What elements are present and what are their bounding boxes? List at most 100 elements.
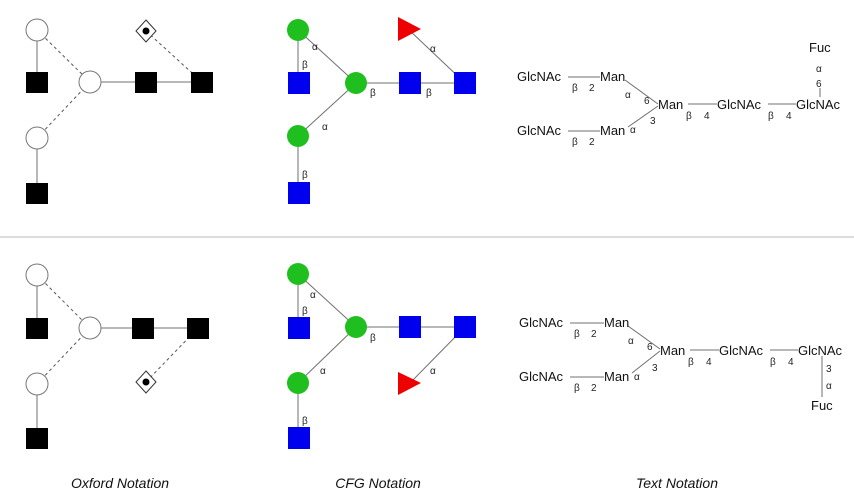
link	[631, 350, 661, 374]
linkage-label: β	[302, 170, 308, 181]
cfg-diagram-bottom: α β β α α β	[287, 263, 476, 449]
linkage-label: β	[768, 111, 774, 122]
galactose-circle-icon	[25, 263, 49, 287]
link	[627, 105, 659, 128]
man-label: Man	[604, 369, 629, 384]
linkage-label: α	[430, 366, 436, 377]
linkage-label: 3	[650, 116, 656, 127]
glcnac-square-icon	[26, 72, 48, 93]
mannose-circle-icon	[78, 70, 102, 94]
glcnac-blue-square-icon	[288, 317, 310, 339]
galactose-green-circle-icon	[287, 125, 309, 147]
glcnac-label: GlcNAc	[517, 123, 562, 138]
dashed-link	[36, 327, 91, 385]
glcnac-blue-square-icon	[399, 316, 421, 338]
glcnac-label: GlcNAc	[719, 343, 764, 358]
linkage-label: α	[634, 372, 640, 383]
linkage-label: α	[628, 336, 634, 347]
linkage-label: β	[302, 306, 308, 317]
glcnac-blue-square-icon	[288, 427, 310, 449]
glcnac-label: GlcNAc	[717, 97, 762, 112]
linkage-label: α	[826, 381, 832, 392]
glcnac-square-icon	[26, 428, 48, 449]
glcnac-square-icon	[135, 72, 157, 93]
glcnac-blue-square-icon	[288, 72, 310, 94]
galactose-green-circle-icon	[287, 263, 309, 285]
galactose-circle-icon	[25, 372, 49, 396]
mannose-green-circle-icon	[345, 316, 367, 338]
linkage-label: 2	[589, 83, 595, 94]
fuc-label: Fuc	[809, 40, 831, 55]
fucose-red-triangle-icon	[398, 372, 421, 395]
link	[297, 82, 357, 137]
glcnac-square-icon	[132, 318, 154, 339]
link	[297, 273, 357, 328]
linkage-label: β	[302, 416, 308, 427]
linkage-label: β	[574, 329, 580, 340]
link	[627, 325, 661, 350]
dashed-link	[36, 274, 91, 329]
glcnac-label: GlcNAc	[519, 369, 564, 384]
glcnac-square-icon	[187, 318, 209, 339]
glcnac-label: GlcNAc	[519, 315, 564, 330]
link	[297, 29, 357, 84]
linkage-label: β	[302, 60, 308, 71]
oxford-diagram-top	[25, 18, 213, 204]
man-core-label: Man	[660, 343, 685, 358]
linkage-label: α	[630, 125, 636, 136]
text-diagram-bottom: GlcNAc Man β 2 α 6 Man GlcNAc GlcNAc β 4…	[519, 315, 843, 413]
linkage-label: α	[430, 44, 436, 55]
linkage-label: 4	[786, 111, 792, 122]
linkage-label: 4	[788, 357, 794, 368]
text-diagram-top: Fuc α 6 GlcNAc Man β 2 α 6 Man GlcNAc Gl…	[517, 40, 841, 148]
linkage-label: 3	[652, 363, 658, 374]
linkage-label: 6	[647, 342, 653, 353]
linkage-label: α	[816, 64, 822, 75]
linkage-label: β	[370, 333, 376, 344]
dashed-link	[36, 29, 91, 83]
glcnac-square-icon	[26, 318, 48, 339]
man-label: Man	[600, 69, 625, 84]
linkage-label: 2	[589, 137, 595, 148]
linkage-label: β	[688, 357, 694, 368]
linkage-label: α	[320, 366, 326, 377]
caption-oxford: Oxford Notation	[71, 475, 169, 491]
linkage-label: 4	[706, 357, 712, 368]
fucose-diamond-icon	[135, 19, 157, 43]
dashed-link	[36, 81, 91, 139]
linkage-label: 6	[816, 79, 822, 90]
linkage-label: α	[310, 290, 316, 301]
linkage-label: 6	[644, 96, 650, 107]
linkage-label: β	[574, 383, 580, 394]
galactose-circle-icon	[25, 126, 49, 150]
glcnac-label: GlcNAc	[517, 69, 562, 84]
fucose-diamond-icon	[135, 370, 157, 394]
galactose-circle-icon	[25, 18, 49, 42]
linkage-label: 2	[591, 329, 597, 340]
linkage-label: 2	[591, 383, 597, 394]
glcnac-blue-square-icon	[399, 72, 421, 94]
glcnac-square-icon	[26, 183, 48, 204]
linkage-label: α	[322, 122, 328, 133]
glcnac-blue-square-icon	[454, 72, 476, 94]
fucose-red-triangle-icon	[398, 17, 421, 41]
dashed-link	[145, 30, 203, 83]
galactose-green-circle-icon	[287, 19, 309, 41]
glcnac-label: GlcNAc	[796, 97, 841, 112]
link	[297, 326, 357, 384]
fuc-label: Fuc	[811, 398, 833, 413]
glcnac-blue-square-icon	[288, 182, 310, 204]
caption-cfg: CFG Notation	[335, 475, 421, 491]
oxford-diagram-bottom	[25, 263, 209, 449]
glcnac-label: GlcNAc	[798, 343, 843, 358]
linkage-label: β	[370, 88, 376, 99]
mannose-circle-icon	[78, 316, 102, 340]
linkage-label: β	[686, 111, 692, 122]
caption-text: Text Notation	[636, 475, 718, 491]
link	[624, 79, 659, 105]
glcnac-blue-square-icon	[454, 316, 476, 338]
man-label: Man	[604, 315, 629, 330]
linkage-label: 4	[704, 111, 710, 122]
galactose-green-circle-icon	[287, 372, 309, 394]
